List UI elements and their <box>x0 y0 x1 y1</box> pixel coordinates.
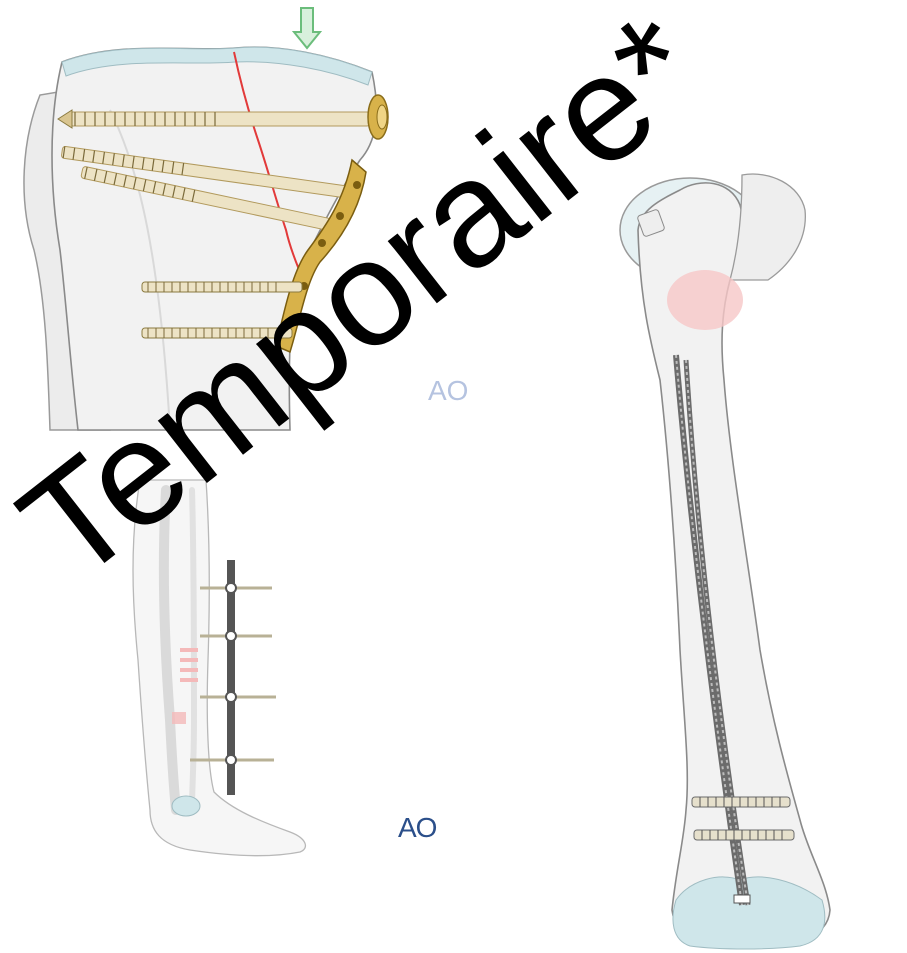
arrow-down-icon <box>294 8 320 48</box>
fracture-zone-femur <box>667 270 743 330</box>
ao-logo: AO <box>398 812 436 844</box>
femur-panel <box>620 174 830 949</box>
ao-logo-faded: AO <box>428 375 468 407</box>
knee-cartilage <box>673 877 825 949</box>
